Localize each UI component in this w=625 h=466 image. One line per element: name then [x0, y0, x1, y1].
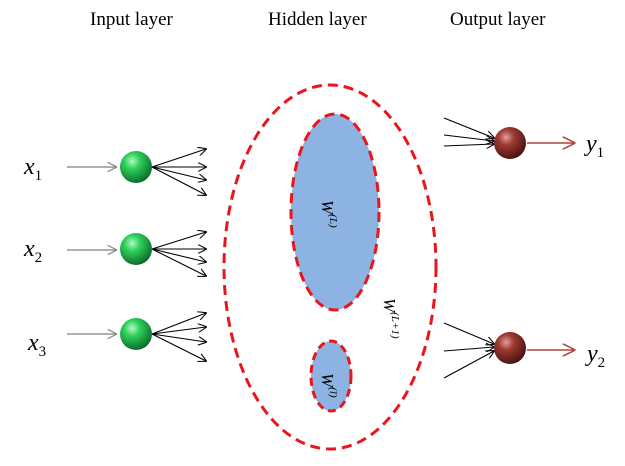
fanout-arrow-2d [151, 248, 206, 276]
input-node-group-2: x2 [23, 232, 206, 276]
input-label-1: x1 [23, 154, 42, 184]
output-node-group-1: y1 [443, 117, 604, 161]
input-label-3: x3 [27, 330, 46, 360]
input-node-3 [120, 318, 152, 350]
fanout-arrow-1a [151, 149, 206, 168]
fanin-arrow-1c [443, 144, 494, 146]
input-node-2 [120, 233, 152, 265]
output-layer-title: Output layer [450, 9, 546, 30]
input-node-group-1: x1 [23, 149, 206, 195]
fanin-arrow-1a [443, 117, 494, 138]
fanin-arrow-2b [443, 347, 494, 351]
input-layer-title: Input layer [90, 9, 174, 30]
input-label-2: x2 [23, 236, 42, 266]
input-node-group-3: x3 [27, 313, 206, 361]
fanin-arrow-1b [443, 134, 494, 141]
fanout-arrow-2c [151, 248, 206, 262]
output-node-group-2: y2 [443, 322, 605, 379]
weight-big-label: W(L) [318, 200, 339, 228]
output-node-1 [494, 127, 526, 159]
fanout-arrow-2a [151, 232, 206, 250]
hidden-small-ellipse [309, 339, 353, 413]
fanout-arrow-3d [151, 333, 206, 361]
hidden-big-ellipse [289, 112, 381, 312]
fanin-arrow-2a [443, 322, 494, 344]
hidden-outer-ellipse [222, 83, 438, 451]
weight-outer-label: W(L+1) [380, 298, 401, 339]
weight-small-label: W(l) [318, 373, 339, 398]
fanout-arrow-3a [151, 313, 206, 335]
fanout-arrow-3c [151, 333, 206, 342]
hidden-layer-title: Hidden layer [268, 9, 367, 30]
fanout-arrow-1c [151, 166, 206, 180]
output-label-1: y1 [584, 131, 604, 161]
output-node-2 [494, 332, 526, 364]
fanout-arrow-1d [151, 166, 206, 195]
input-node-1 [120, 151, 152, 183]
output-label-2: y2 [585, 341, 605, 371]
fanout-arrow-3b [151, 327, 206, 335]
fanin-arrow-2c [443, 351, 494, 379]
